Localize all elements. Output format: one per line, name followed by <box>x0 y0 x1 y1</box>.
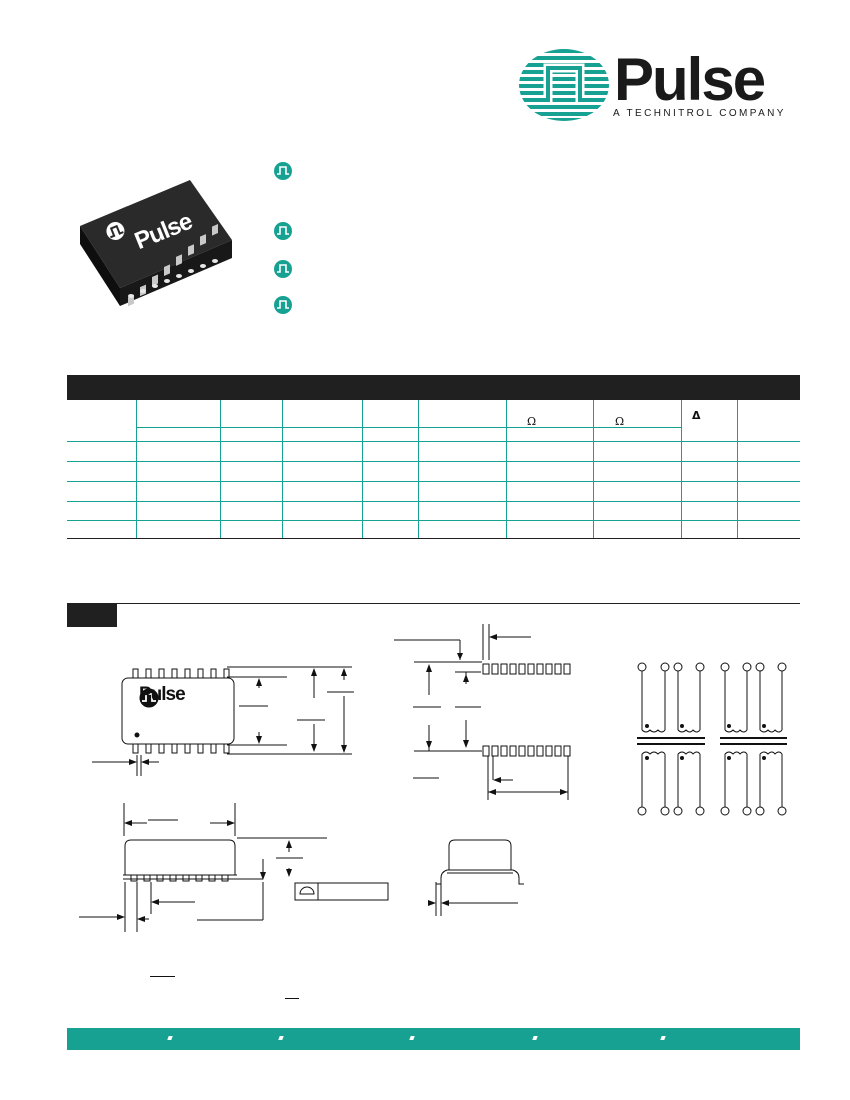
mechanical-section-rule <box>67 603 800 604</box>
spec-table: Ω Ω Δ <box>67 400 800 539</box>
mechanical-drawing-svg <box>79 624 787 932</box>
ohm-symbol: Ω <box>527 415 537 428</box>
footer-separator-icon <box>409 1036 415 1040</box>
footer-separator-icon <box>660 1036 666 1040</box>
feature-bullet-icon <box>274 260 292 278</box>
pulse-logo-mark-icon <box>519 49 609 121</box>
mechanical-section-tab <box>67 604 117 627</box>
footer-separator-icon <box>167 1036 173 1040</box>
delta-symbol: Δ <box>692 409 701 422</box>
product-photo: Pulse <box>72 178 242 313</box>
mechanical-drawings: Pulse <box>67 620 800 1020</box>
note-rule <box>150 976 175 977</box>
ohm-symbol: Ω <box>615 415 625 428</box>
spec-table-header-bar <box>67 375 800 400</box>
spec-table-grid <box>67 400 800 539</box>
package-logo-text: Pulse <box>139 684 186 705</box>
note-rule <box>285 998 299 999</box>
feature-bullet-icon <box>274 296 292 314</box>
footer-separator-icon <box>278 1036 284 1040</box>
logo-tagline: A TECHNITROL COMPANY <box>613 108 786 119</box>
footer-separator-icon <box>532 1036 538 1040</box>
feature-bullet-icon <box>274 222 292 240</box>
logo-wordmark: Pulse <box>614 46 766 113</box>
footer-bar <box>67 1028 800 1050</box>
feature-bullet-icon <box>274 162 292 180</box>
pulse-logo: Pulse A TECHNITROL COMPANY <box>518 48 808 128</box>
